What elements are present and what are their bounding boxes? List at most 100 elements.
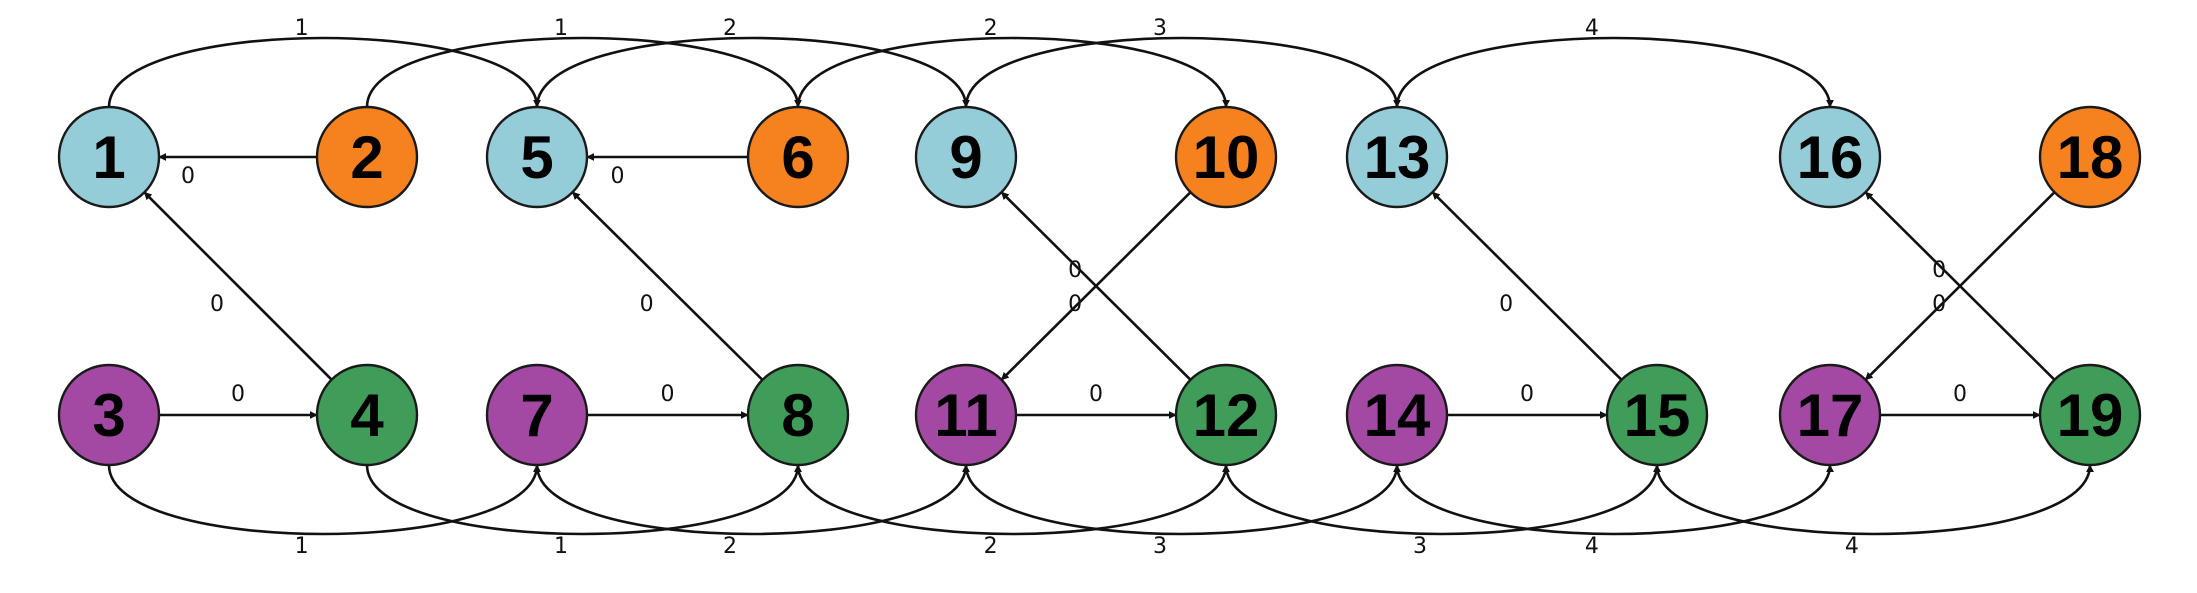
node-16-label: 16 [1797,124,1864,191]
edge-label-4-to-1: 0 [210,292,224,317]
node-13-circle [1345,105,1449,209]
edge-label-11-to-12: 0 [1089,382,1103,407]
node-8-label: 8 [781,382,814,449]
edge-label-14-to-15: 0 [1520,382,1534,407]
node-5-circle [485,105,589,209]
edge-6-to-10 [796,36,1230,108]
edge-label-3-to-7: 1 [295,534,309,559]
edge-label-11-to-14: 3 [1153,534,1167,559]
node-18-label: 18 [2057,124,2124,191]
node-15[interactable]: 15 [1605,363,1709,467]
node-1-circle [57,105,161,209]
edge-label-12-to-9: 0 [1068,292,1082,317]
edge-label-15-to-13: 0 [1499,292,1513,317]
node-1[interactable]: 1 [57,105,161,209]
edge-label-7-to-11: 2 [723,534,737,559]
node-13[interactable]: 13 [1345,105,1449,209]
node-10-label: 10 [1193,124,1260,191]
node-7-circle [485,363,589,467]
node-17[interactable]: 17 [1778,363,1882,467]
edge-label-12-to-15: 3 [1413,534,1427,559]
node-8-circle [746,363,850,467]
edge-1-to-5 [107,36,541,108]
node-6-circle [746,105,850,209]
edge-4-to-8 [365,464,802,536]
edge-18-to-17 [1864,191,2056,381]
edge-label-10-to-11: 0 [1068,258,1082,283]
node-2[interactable]: 2 [315,105,419,209]
node-17-label: 17 [1797,382,1864,449]
edge-14-to-17 [1395,464,1834,536]
node-3-circle [57,363,161,467]
edge-label-5-to-9: 2 [723,16,737,41]
edge-label-19-to-16: 0 [1932,292,1946,317]
edge-label-3-to-4: 0 [231,382,245,407]
edge-label-17-to-19: 0 [1953,382,1967,407]
node-17-circle [1778,363,1882,467]
node-4[interactable]: 4 [315,363,419,467]
node-14[interactable]: 14 [1345,363,1449,467]
node-8[interactable]: 8 [746,363,850,467]
node-10-circle [1174,105,1278,209]
edge-label-13-to-16: 4 [1585,16,1599,41]
node-12-label: 12 [1193,382,1260,449]
node-14-label: 14 [1364,382,1431,449]
node-15-circle [1605,363,1709,467]
node-6-label: 6 [781,124,814,191]
edge-label-1-to-5: 1 [295,16,309,41]
node-7[interactable]: 7 [485,363,589,467]
edge-label-2-to-6: 1 [554,16,568,41]
node-15-label: 15 [1624,382,1691,449]
node-14-circle [1345,363,1449,467]
node-16[interactable]: 16 [1778,105,1882,209]
edge-10-to-11 [1000,191,1192,381]
node-16-circle [1778,105,1882,209]
node-13-label: 13 [1364,124,1431,191]
node-4-label: 4 [350,382,384,449]
edge-label-8-to-5: 0 [640,292,654,317]
node-3[interactable]: 3 [57,363,161,467]
edge-label-18-to-17: 0 [1932,258,1946,283]
node-11-label: 11 [934,382,997,449]
edge-12-to-15 [1224,464,1661,536]
node-18-circle [2038,105,2142,209]
edge-11-to-14 [964,464,1401,536]
node-19[interactable]: 19 [2038,363,2142,467]
edges-layer [107,36,2094,536]
edge-label-8-to-12: 2 [984,534,998,559]
node-19-circle [2038,363,2142,467]
edge-label-9-to-13: 3 [1153,16,1167,41]
edge-9-to-13 [964,36,1401,108]
node-18[interactable]: 18 [2038,105,2142,209]
node-9[interactable]: 9 [914,105,1018,209]
node-9-label: 9 [949,124,982,191]
edge-8-to-12 [796,464,1230,536]
node-5-label: 5 [520,124,553,191]
node-5[interactable]: 5 [485,105,589,209]
node-11[interactable]: 11 [914,363,1018,467]
edge-7-to-11 [535,464,970,536]
node-4-circle [315,363,419,467]
edge-label-7-to-8: 0 [661,382,675,407]
edge-3-to-7 [107,464,541,536]
node-6[interactable]: 6 [746,105,850,209]
edge-label-6-to-10: 2 [984,16,998,41]
node-2-label: 2 [350,124,383,191]
edge-label-14-to-17: 4 [1585,534,1599,559]
node-12[interactable]: 12 [1174,363,1278,467]
edge-15-to-13 [1431,191,1623,381]
node-7-label: 7 [520,382,553,449]
edge-15-to-19 [1655,464,2094,536]
node-10[interactable]: 10 [1174,105,1278,209]
edge-2-to-6 [365,36,802,108]
node-9-circle [914,105,1018,209]
edge-13-to-16 [1395,36,1834,108]
node-12-circle [1174,363,1278,467]
edge-label-2-to-1: 0 [181,164,195,189]
node-1-label: 1 [92,124,125,191]
edge-4-to-1 [143,191,333,381]
node-3-label: 3 [92,382,125,449]
